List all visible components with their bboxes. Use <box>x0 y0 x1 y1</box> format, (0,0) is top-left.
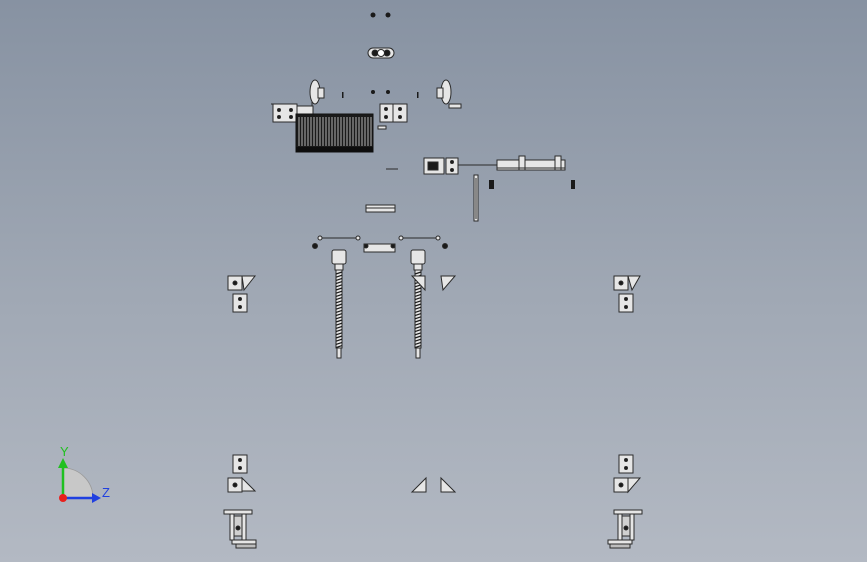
slide-rail-assembly[interactable] <box>423 155 566 175</box>
left-lead-screw[interactable] <box>331 249 347 359</box>
right-upper-corner-bracket[interactable] <box>613 275 641 313</box>
vertical-shaft[interactable] <box>473 174 479 222</box>
top-screws[interactable] <box>370 12 391 18</box>
left-lower-hinge[interactable] <box>227 454 257 493</box>
y-axis-label: Y <box>60 444 69 459</box>
center-upper-corner-brackets[interactable] <box>410 275 457 292</box>
right-lower-hinge[interactable] <box>613 454 642 494</box>
right-motor-wheel[interactable] <box>436 79 462 109</box>
linkage-arms[interactable] <box>312 235 448 253</box>
right-caster-wheel[interactable] <box>607 509 643 549</box>
left-hinge-bracket[interactable] <box>271 103 314 123</box>
z-axis-label: Z <box>102 485 110 500</box>
pulley-coupling[interactable] <box>367 47 395 59</box>
left-caster-wheel[interactable] <box>223 509 257 549</box>
finned-heatsink-block[interactable] <box>295 113 374 153</box>
center-lower-corner-brackets[interactable] <box>410 476 457 493</box>
flat-plate[interactable] <box>365 204 396 213</box>
orientation-triad[interactable]: Y Z <box>58 444 110 503</box>
center-hinge-bracket[interactable] <box>377 103 408 130</box>
rail-spacer-blocks[interactable] <box>489 180 575 189</box>
right-lead-screw[interactable] <box>410 249 426 359</box>
left-motor-wheel[interactable] <box>309 79 325 110</box>
left-upper-corner-bracket[interactable] <box>227 275 257 313</box>
y-axis-arrowhead <box>58 458 68 468</box>
x-axis-dot <box>59 494 67 502</box>
triad-quadrant-disc <box>62 467 94 499</box>
z-axis-arrowhead <box>92 493 101 503</box>
small-pins-row[interactable] <box>342 90 419 98</box>
